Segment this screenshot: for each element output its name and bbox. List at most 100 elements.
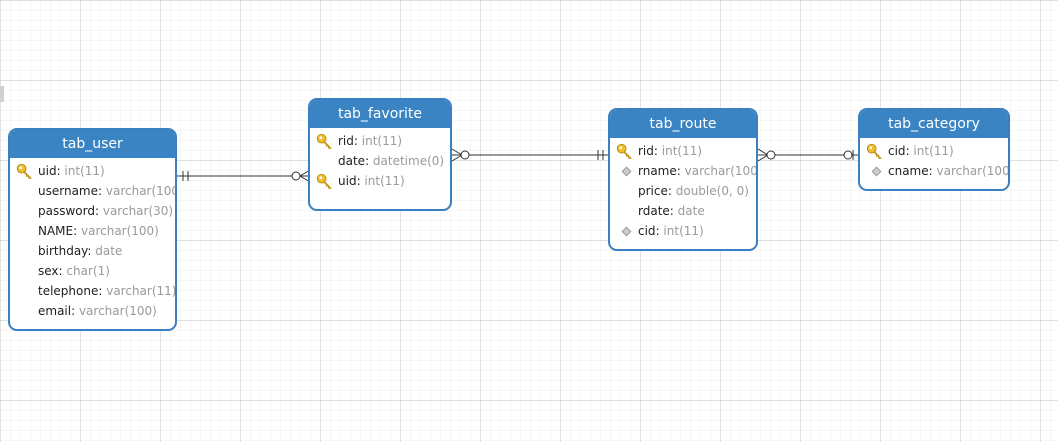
crowfoot-mark xyxy=(451,148,463,156)
entity-tab-user[interactable]: tab_user uid: int(11)username: varchar(1… xyxy=(8,128,177,331)
diamond-icon xyxy=(871,166,882,177)
column-row[interactable]: birthday: date xyxy=(10,241,175,261)
column-type: int(11) xyxy=(364,174,405,188)
column-type: date xyxy=(95,244,123,258)
relationship-route-category[interactable] xyxy=(757,148,859,162)
column-row[interactable]: NAME: varchar(100) xyxy=(10,221,175,241)
relationship-user-favorite[interactable] xyxy=(177,169,311,183)
entity-title[interactable]: tab_route xyxy=(610,110,756,138)
relationship-favorite-route[interactable] xyxy=(451,148,609,162)
column-separator: : xyxy=(98,284,107,298)
column-separator: : xyxy=(655,224,664,238)
column-name: date xyxy=(338,154,366,168)
column-name: rid xyxy=(338,134,354,148)
column-separator: : xyxy=(98,184,106,198)
column-separator: : xyxy=(58,264,67,278)
cardinality-zero-mark xyxy=(291,171,301,181)
column-type: char(1) xyxy=(66,264,110,278)
key-icon xyxy=(866,143,883,160)
column-row[interactable]: rname: varchar(100) xyxy=(610,161,756,181)
column-name: username xyxy=(38,184,98,198)
column-name: rid xyxy=(638,144,654,158)
column-name: sex xyxy=(38,264,59,278)
column-row[interactable]: sex: char(1) xyxy=(10,261,175,281)
column-name: telephone xyxy=(38,284,99,298)
column-list: cid: int(11)cname: varchar(100) xyxy=(860,138,1008,186)
column-name: uid xyxy=(38,164,57,178)
column-separator: : xyxy=(73,224,81,238)
column-type: int(11) xyxy=(361,134,403,148)
column-row[interactable]: uid: int(11) xyxy=(10,161,175,181)
column-row[interactable]: email: varchar(100) xyxy=(10,301,175,321)
entity-title[interactable]: tab_category xyxy=(860,110,1008,138)
column-type: varchar(11) xyxy=(106,284,177,298)
column-name: cname xyxy=(888,164,929,178)
column-type: varchar(100) xyxy=(684,164,758,178)
crowfoot-mark xyxy=(757,154,769,162)
entity-tab-favorite[interactable]: tab_favorite rid: int(11)date: datetime(… xyxy=(308,98,452,211)
diamond-icon xyxy=(621,166,632,177)
column-name: uid xyxy=(338,174,357,188)
column-name: NAME xyxy=(38,224,74,238)
column-row[interactable]: rdate: date xyxy=(610,201,756,221)
column-type: varchar(100) xyxy=(936,164,1010,178)
key-icon xyxy=(616,143,633,160)
column-separator: : xyxy=(87,244,96,258)
key-icon xyxy=(16,163,33,180)
column-name: cid xyxy=(888,144,906,158)
entity-title[interactable]: tab_favorite xyxy=(310,100,450,128)
key-icon xyxy=(316,133,333,150)
column-type: date xyxy=(677,204,705,218)
diamond-icon xyxy=(621,226,632,237)
scroll-marker xyxy=(0,86,4,102)
column-separator: : xyxy=(365,154,373,168)
column-name: price xyxy=(638,184,668,198)
column-separator: : xyxy=(356,174,365,188)
column-name: birthday xyxy=(38,244,88,258)
column-row[interactable]: cname: varchar(100) xyxy=(860,161,1008,181)
entity-tab-route[interactable]: tab_route rid: int(11)rname: varchar(100… xyxy=(608,108,758,251)
column-row[interactable]: uid: int(11) xyxy=(310,171,450,191)
column-type: varchar(100) xyxy=(80,224,159,238)
column-type: datetime(0) xyxy=(372,154,445,168)
cardinality-zero-mark xyxy=(843,150,853,160)
column-separator: : xyxy=(653,144,662,158)
column-list: rid: int(11)rname: varchar(100)price: do… xyxy=(610,138,756,246)
column-separator: : xyxy=(94,204,103,218)
column-list: uid: int(11)username: varchar(100)passwo… xyxy=(10,158,175,326)
column-row[interactable]: price: double(0, 0) xyxy=(610,181,756,201)
column-separator: : xyxy=(676,164,685,178)
crowfoot-mark xyxy=(451,154,463,162)
column-type: double(0, 0) xyxy=(675,184,749,198)
column-name: email xyxy=(38,304,72,318)
crowfoot-mark xyxy=(757,148,769,156)
column-name: password xyxy=(38,204,95,218)
entity-title[interactable]: tab_user xyxy=(10,130,175,158)
column-type: varchar(100) xyxy=(78,304,157,318)
column-name: cid xyxy=(638,224,656,238)
key-icon xyxy=(316,173,333,190)
cardinality-zero-mark xyxy=(460,150,470,160)
column-separator: : xyxy=(928,164,937,178)
column-separator: : xyxy=(56,164,65,178)
column-separator: : xyxy=(71,304,79,318)
column-name: rname xyxy=(638,164,677,178)
column-list: rid: int(11)date: datetime(0)uid: int(11… xyxy=(310,128,450,196)
column-row[interactable]: cid: int(11) xyxy=(860,141,1008,161)
column-row[interactable]: password: varchar(30) xyxy=(10,201,175,221)
column-row[interactable]: cid: int(11) xyxy=(610,221,756,241)
column-type: int(11) xyxy=(64,164,105,178)
column-type: int(11) xyxy=(661,144,703,158)
column-type: int(11) xyxy=(663,224,704,238)
column-type: varchar(30) xyxy=(102,204,174,218)
column-row[interactable]: telephone: varchar(11) xyxy=(10,281,175,301)
column-row[interactable]: rid: int(11) xyxy=(310,131,450,151)
column-row[interactable]: date: datetime(0) xyxy=(310,151,450,171)
column-row[interactable]: username: varchar(100) xyxy=(10,181,175,201)
entity-tab-category[interactable]: tab_category cid: int(11)cname: varchar(… xyxy=(858,108,1010,191)
column-separator: : xyxy=(353,134,362,148)
column-separator: : xyxy=(669,204,678,218)
column-row[interactable]: rid: int(11) xyxy=(610,141,756,161)
column-type: varchar(100) xyxy=(105,184,177,198)
